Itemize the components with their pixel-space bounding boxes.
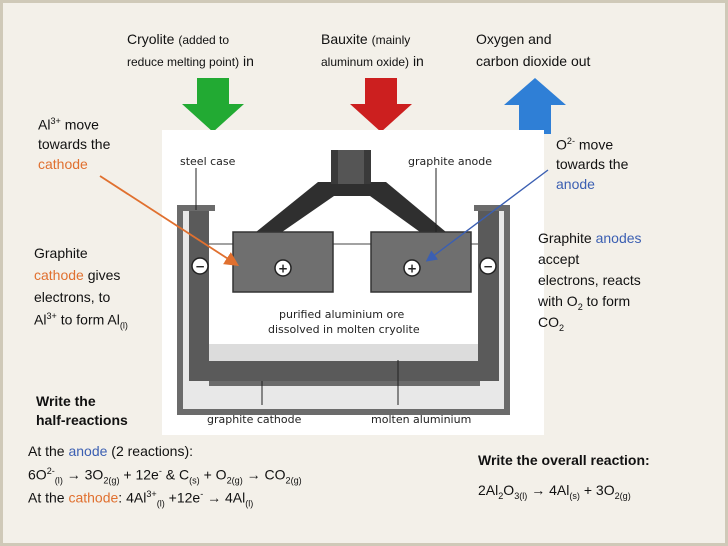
cryolite-in-arrow [182, 78, 244, 132]
al-move-line3: cathode [38, 156, 88, 172]
molten-aluminium-label: molten aluminium [371, 413, 471, 426]
cryolite-note-2: reduce melting point) [127, 55, 240, 69]
anode-note-line3: electrons, reacts [538, 272, 641, 288]
anode-intro: At the anode (2 reactions): [28, 443, 193, 459]
cathode-note-line1: Graphite [34, 245, 88, 261]
cathode-equation: At the cathode: 4Al3+(l) +12e- → 4Al(l) [28, 489, 254, 509]
svg-text:−: − [483, 260, 493, 274]
al-move-line1: Al3+ move [38, 116, 99, 133]
bauxite-label-line2: aluminum oxide) in [321, 53, 424, 70]
anode-note-line5: CO2 [538, 314, 565, 333]
graphite-anode-label: graphite anode [408, 155, 492, 168]
cryolite-in: in [242, 53, 254, 69]
purified-ore-label-line2: dissolved in molten cryolite [268, 323, 420, 336]
cathode-minus-left: − [191, 257, 209, 275]
half-reactions-heading-line2: half-reactions [36, 412, 128, 428]
al-move-line2: towards the [38, 136, 111, 152]
anode-pointer-arrow [425, 169, 549, 262]
gas-out-label-line2: carbon dioxide out [476, 53, 591, 69]
anode-note-line4: with O2 to form [538, 293, 631, 312]
anode-note-line2: accept [538, 251, 580, 267]
graphite-cathode-label: graphite cathode [207, 413, 302, 426]
cryolite-note-1: (added to [178, 33, 230, 47]
cathode-note-line4: Al3+ to form Al(l) [34, 311, 128, 331]
cryolite-label-line2: reduce melting point) in [127, 53, 254, 70]
cathode-note-line2: cathode gives [34, 267, 121, 283]
o-move-line2: towards the [556, 156, 629, 172]
overall-reaction-heading: Write the overall reaction: [478, 452, 650, 468]
cathode-note-line3: electrons, to [34, 289, 111, 305]
molten-aluminium-layer [209, 344, 478, 361]
bauxite-label: Bauxite (mainly [321, 31, 410, 48]
svg-text:+: + [407, 262, 417, 276]
bauxite-note-1: (mainly [371, 33, 411, 47]
svg-text:+: + [278, 262, 288, 276]
overall-equation: 2Al2O3(l) → 4Al(s) + 3O2(g) [478, 482, 631, 501]
bauxite-in-arrow [350, 78, 412, 132]
gas-out-label: Oxygen and [476, 31, 552, 47]
half-reactions-heading-line1: Write the [36, 393, 96, 409]
cryolite-label: Cryolite (added to [127, 31, 229, 48]
cathode-minus-right: − [479, 257, 497, 275]
bauxite-name: Bauxite [321, 31, 368, 47]
o-move-line3: anode [556, 176, 595, 192]
anode-plus-right: + [403, 259, 421, 277]
anode-plus-left: + [274, 259, 292, 277]
anode-note-line1: Graphite anodes [538, 230, 642, 246]
bauxite-in: in [412, 53, 424, 69]
bauxite-note-2: aluminum oxide) [321, 55, 410, 69]
svg-text:−: − [195, 260, 205, 274]
gas-out-arrow [504, 78, 566, 134]
graphite-anode-block-right [370, 231, 472, 293]
cathode-pointer-arrow [99, 175, 240, 266]
cryolite-name: Cryolite [127, 31, 175, 47]
steel-case-label: steel case [180, 155, 236, 168]
purified-ore-label-line1: purified aluminium ore [279, 308, 404, 321]
anode-equation: 6O2-(l) → 3O2(g) + 12e- & C(s) + O2(g) →… [28, 466, 302, 486]
o-move-line1: O2- move [556, 136, 614, 153]
